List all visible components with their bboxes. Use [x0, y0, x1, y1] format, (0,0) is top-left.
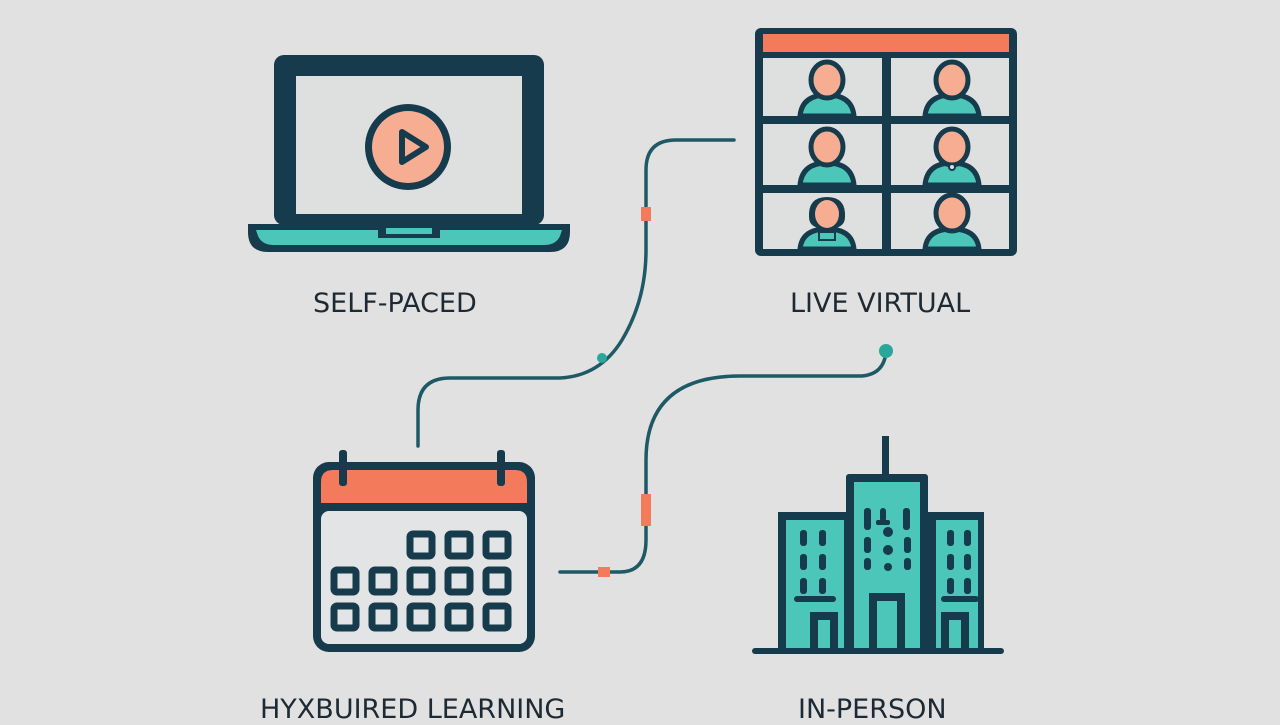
- participant-icon: [797, 197, 857, 252]
- participant-icon: [922, 126, 982, 188]
- connector-marker: [641, 207, 651, 221]
- participant-icon: [922, 59, 982, 119]
- connector-path-2: [558, 350, 888, 574]
- participant-icon: [797, 126, 857, 188]
- participant-icon: [922, 192, 982, 252]
- laptop-play-icon: [248, 55, 570, 252]
- node-label-in-person: IN-PERSON: [798, 694, 947, 725]
- connector-path-1: [416, 138, 736, 448]
- office-building-icon: [752, 436, 1004, 654]
- node-label-self-paced: SELF-PACED: [313, 288, 477, 319]
- connector-marker: [598, 567, 610, 577]
- video-conference-grid-icon: [755, 28, 1017, 256]
- calendar-icon: [313, 450, 535, 652]
- node-label-live-virtual: LIVE VIRTUAL: [790, 288, 971, 319]
- connector-node: [879, 344, 893, 358]
- node-label-hybrid-learning: HYXBUIRED LEARNING: [260, 694, 566, 725]
- connector-marker: [641, 494, 651, 526]
- participant-icon: [797, 59, 857, 119]
- connector-node: [597, 353, 607, 363]
